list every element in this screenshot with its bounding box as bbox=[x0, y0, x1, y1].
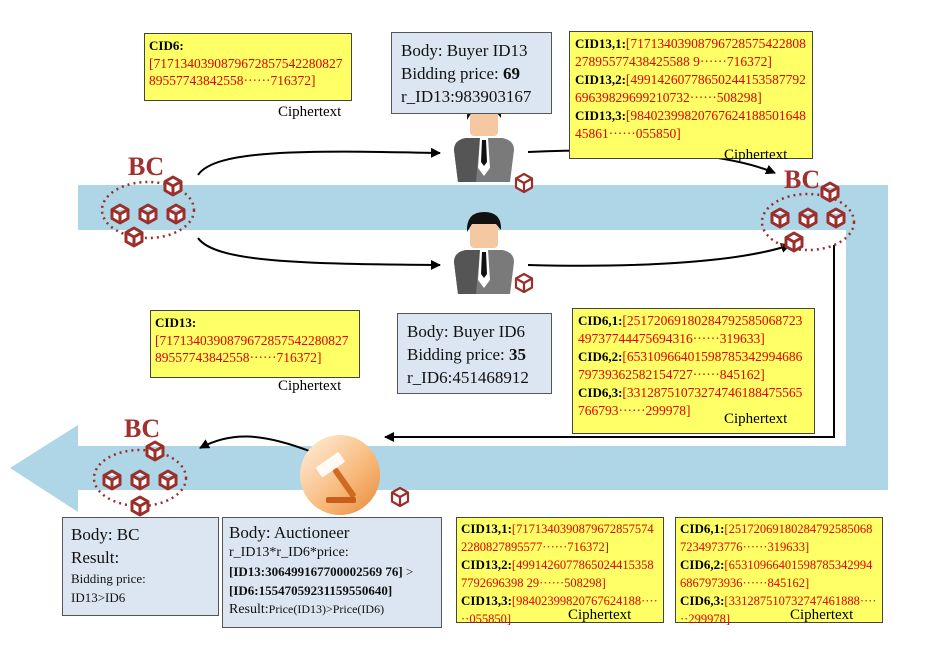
auctioneer-cube-icon bbox=[390, 486, 410, 508]
cube-icon bbox=[163, 175, 183, 197]
buyer-id6-body: Body: Buyer ID6 bbox=[407, 322, 526, 341]
blockchain-cluster-bottom-icon bbox=[92, 440, 188, 517]
ciphertext-hex: [653109664015987853429946867973936······… bbox=[680, 558, 873, 590]
ciphertext-hex: [33128751073274746188475565766793······2… bbox=[578, 385, 803, 418]
bc-label-left: BC bbox=[128, 152, 165, 181]
ciphertext-id: CID13,2: bbox=[575, 72, 626, 87]
ciphertext-hex: [717134039087967285754228082789557743842… bbox=[149, 56, 343, 88]
buyer-id6-avatar-icon bbox=[454, 212, 514, 294]
ciphertext-hex: [71713403908796728575742280827895577····… bbox=[461, 522, 654, 554]
cube-icon bbox=[145, 440, 165, 462]
buyer-id6-random: r_ID6:451468912 bbox=[407, 368, 529, 387]
ciphertext-label: Ciphertext bbox=[278, 104, 342, 120]
ciphertext-id: CID6,3: bbox=[578, 385, 623, 400]
buyer-id13-body: Body: Buyer ID13 bbox=[401, 41, 528, 60]
buyer-id13-random: r_ID13:983903167 bbox=[401, 87, 532, 106]
ciphertext-hex: [717134039087967285754228082789557743842… bbox=[155, 333, 349, 365]
buyer-id6-cube-icon bbox=[514, 272, 534, 294]
auctioneer-gavel-icon bbox=[300, 435, 380, 515]
arrow-bc-to-buyer6 bbox=[197, 237, 441, 270]
auctioneer-id6-product: [ID6:15547059231159550640] bbox=[229, 583, 393, 598]
cube-icon bbox=[798, 207, 818, 229]
ciphertext-id: CID13,1: bbox=[575, 36, 626, 51]
ciphertext-hex: [98402399820767624188······055850] bbox=[461, 594, 658, 626]
ciphertext-id: CID6,1: bbox=[680, 521, 725, 536]
auctioneer-result-value: Price(ID13)>Price(ID6) bbox=[268, 602, 385, 616]
ciphertext-hex: [9840239982076762418850164845861······05… bbox=[575, 108, 806, 141]
ciphertext-hex: [717134039087967285754228082789557743842… bbox=[575, 36, 806, 69]
ciphertext-hex: [331287510732747461888······299978] bbox=[680, 594, 877, 626]
cube-icon bbox=[158, 469, 178, 491]
ciphertext-id: CID13: bbox=[155, 315, 197, 330]
bc-result-body: Body: BC bbox=[71, 525, 140, 544]
ciphertext-note-id13-bottom: CID13,1:[7171340390879672857574228082789… bbox=[456, 517, 664, 626]
bc-label-right: BC bbox=[784, 165, 821, 194]
ciphertext-label: Ciphertext bbox=[724, 147, 788, 163]
cube-icon bbox=[138, 203, 158, 225]
ciphertext-hex: [499142607786502441535877926963982969921… bbox=[575, 72, 806, 105]
ciphertext-id: CID13,3: bbox=[461, 593, 512, 608]
cube-icon bbox=[820, 181, 840, 203]
auctioneer-id13-product: [ID13:306499167700002569 76] bbox=[229, 564, 403, 579]
bc-result-bid-label: Bidding price: bbox=[71, 571, 146, 586]
ciphertext-id: CID6,2: bbox=[680, 557, 725, 572]
ciphertext-id: CID13,3: bbox=[575, 108, 626, 123]
flow-band bbox=[78, 185, 888, 490]
ciphertext-id: CID6,2: bbox=[578, 349, 623, 364]
cube-icon bbox=[166, 203, 186, 225]
cube-icon bbox=[124, 226, 144, 248]
blockchain-cluster-left-icon bbox=[100, 175, 196, 248]
cube-icon bbox=[784, 231, 804, 253]
arrow-buyer6-to-bc bbox=[527, 243, 791, 267]
ciphertext-hex: [251720691802847925850687234973774447569… bbox=[578, 313, 803, 346]
ciphertext-id: CID6,3: bbox=[680, 593, 725, 608]
bc-result-compare: ID13>ID6 bbox=[71, 590, 126, 605]
buyer-id13-bid-value: 69 bbox=[502, 64, 520, 83]
buyer-id13-box: Body: Buyer ID13 Bidding price: 69 r_ID1… bbox=[391, 32, 552, 114]
auctioneer-box: Body: Auctioneer r_ID13*r_ID6*price: [ID… bbox=[222, 517, 442, 628]
buyer-id6-bid-value: 35 bbox=[508, 345, 526, 364]
cube-icon bbox=[102, 469, 122, 491]
cube-icon bbox=[130, 495, 150, 517]
ciphertext-label: Ciphertext bbox=[568, 607, 632, 623]
ciphertext-id: CID13,1: bbox=[461, 521, 512, 536]
ciphertext-label: Ciphertext bbox=[278, 378, 342, 394]
ciphertext-note-id13-right: CID13,1:[7171340390879672857542280827895… bbox=[569, 31, 813, 159]
ciphertext-id: CID6: bbox=[149, 38, 184, 53]
ciphertext-note-id6-right: CID6,1:[25172069180284792585068723497377… bbox=[572, 308, 815, 434]
cube-icon bbox=[826, 207, 846, 229]
arrow-auctioneer-to-bc bbox=[199, 435, 313, 453]
ciphertext-label: Ciphertext bbox=[790, 607, 854, 623]
flow-band-arrowhead bbox=[10, 425, 78, 512]
buyer-id6-bid-label: Bidding price: bbox=[407, 345, 505, 364]
arrow-bc-to-buyer13 bbox=[197, 147, 441, 176]
bc-label-bottom: BC bbox=[124, 414, 161, 443]
arrow-bc-to-auctioneer bbox=[384, 245, 835, 442]
ciphertext-id: CID13,2: bbox=[461, 557, 512, 572]
auctioneer-comparison: > bbox=[405, 564, 414, 579]
buyer-id13-cube-icon bbox=[514, 172, 534, 194]
cube-icon bbox=[770, 207, 790, 229]
buyer-id6-box: Body: Buyer ID6 Bidding price: 35 r_ID6:… bbox=[397, 313, 552, 394]
ciphertext-note-id13-mid: CID13: [71713403908796728575422808278955… bbox=[150, 310, 360, 378]
buyer-id13-bid-label: Bidding price: bbox=[401, 64, 499, 83]
auctioneer-formula: r_ID13*r_ID6*price: bbox=[229, 545, 349, 560]
ciphertext-hex: [653109664015987853429946867973936258215… bbox=[578, 349, 803, 382]
ciphertext-note-id6-top: CID6: [717134039087967285754228082789557… bbox=[144, 33, 352, 101]
bc-result-box: Body: BC Result: Bidding price: ID13>ID6 bbox=[62, 517, 219, 616]
auctioneer-result-label: Result: bbox=[229, 602, 269, 617]
auctioneer-body: Body: Auctioneer bbox=[229, 523, 350, 542]
cube-icon bbox=[130, 469, 150, 491]
ciphertext-note-id6-bottom: CID6,1:[25172069180284792585068723497377… bbox=[675, 517, 883, 626]
ciphertext-id: CID6,1: bbox=[578, 313, 623, 328]
ciphertext-label: Ciphertext bbox=[724, 411, 788, 427]
ciphertext-hex: [49914260778650244153587792696398 29····… bbox=[461, 558, 654, 590]
ciphertext-hex: [251720691802847925850687234973776······… bbox=[680, 522, 873, 554]
blockchain-cluster-right-icon bbox=[760, 181, 856, 253]
cube-icon bbox=[110, 203, 130, 225]
bc-result-label: Result: bbox=[71, 548, 120, 567]
